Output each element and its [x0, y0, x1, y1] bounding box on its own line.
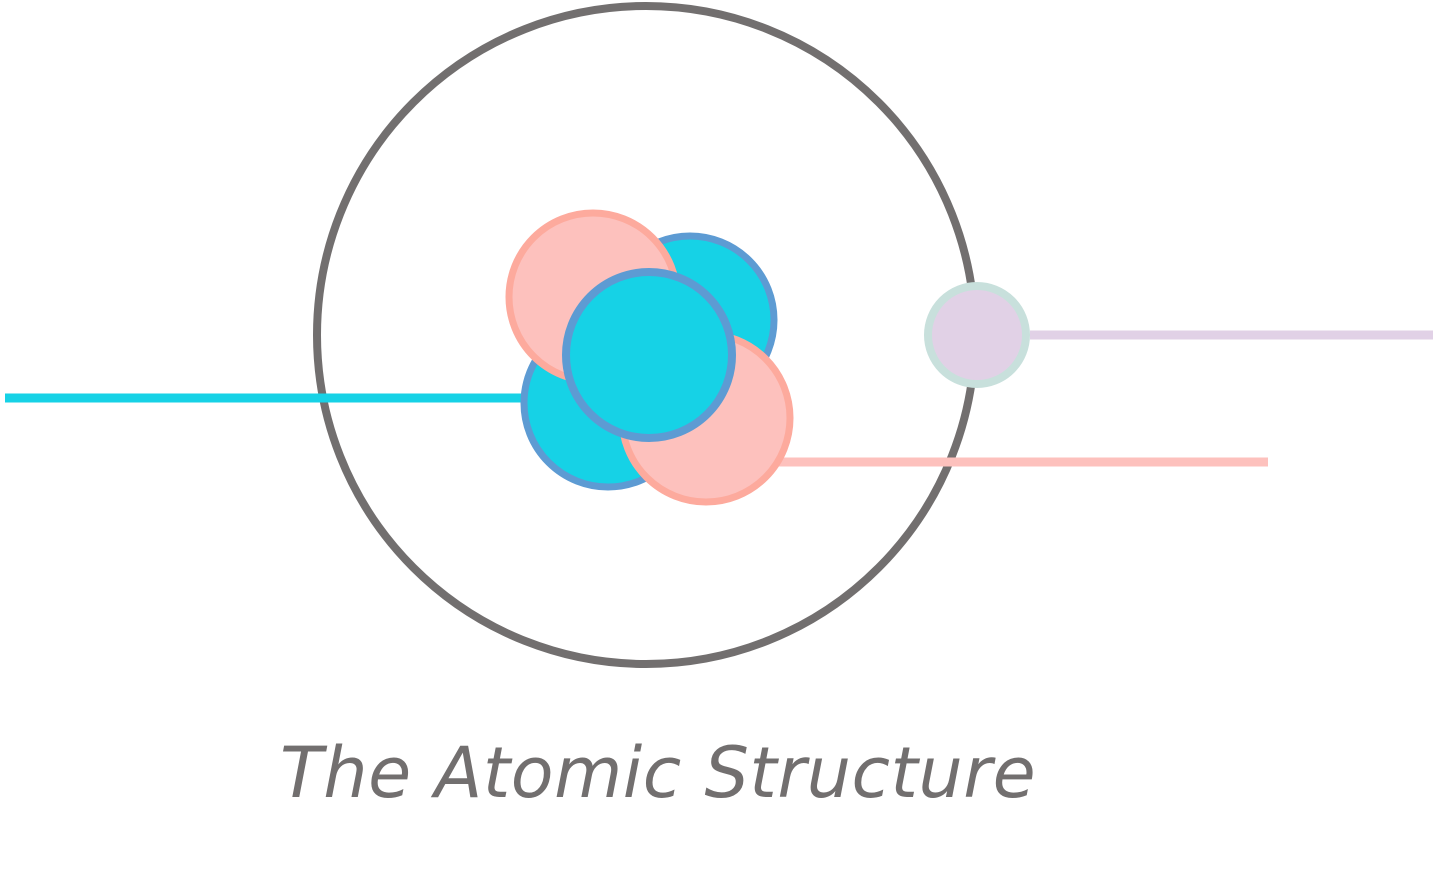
nucleus: [505, 209, 794, 506]
diagram-title: The Atomic Structure: [280, 732, 1037, 814]
electron-particle: [924, 282, 1030, 388]
atom-diagram: [5, 2, 1433, 668]
neutron-particle: [562, 268, 736, 442]
